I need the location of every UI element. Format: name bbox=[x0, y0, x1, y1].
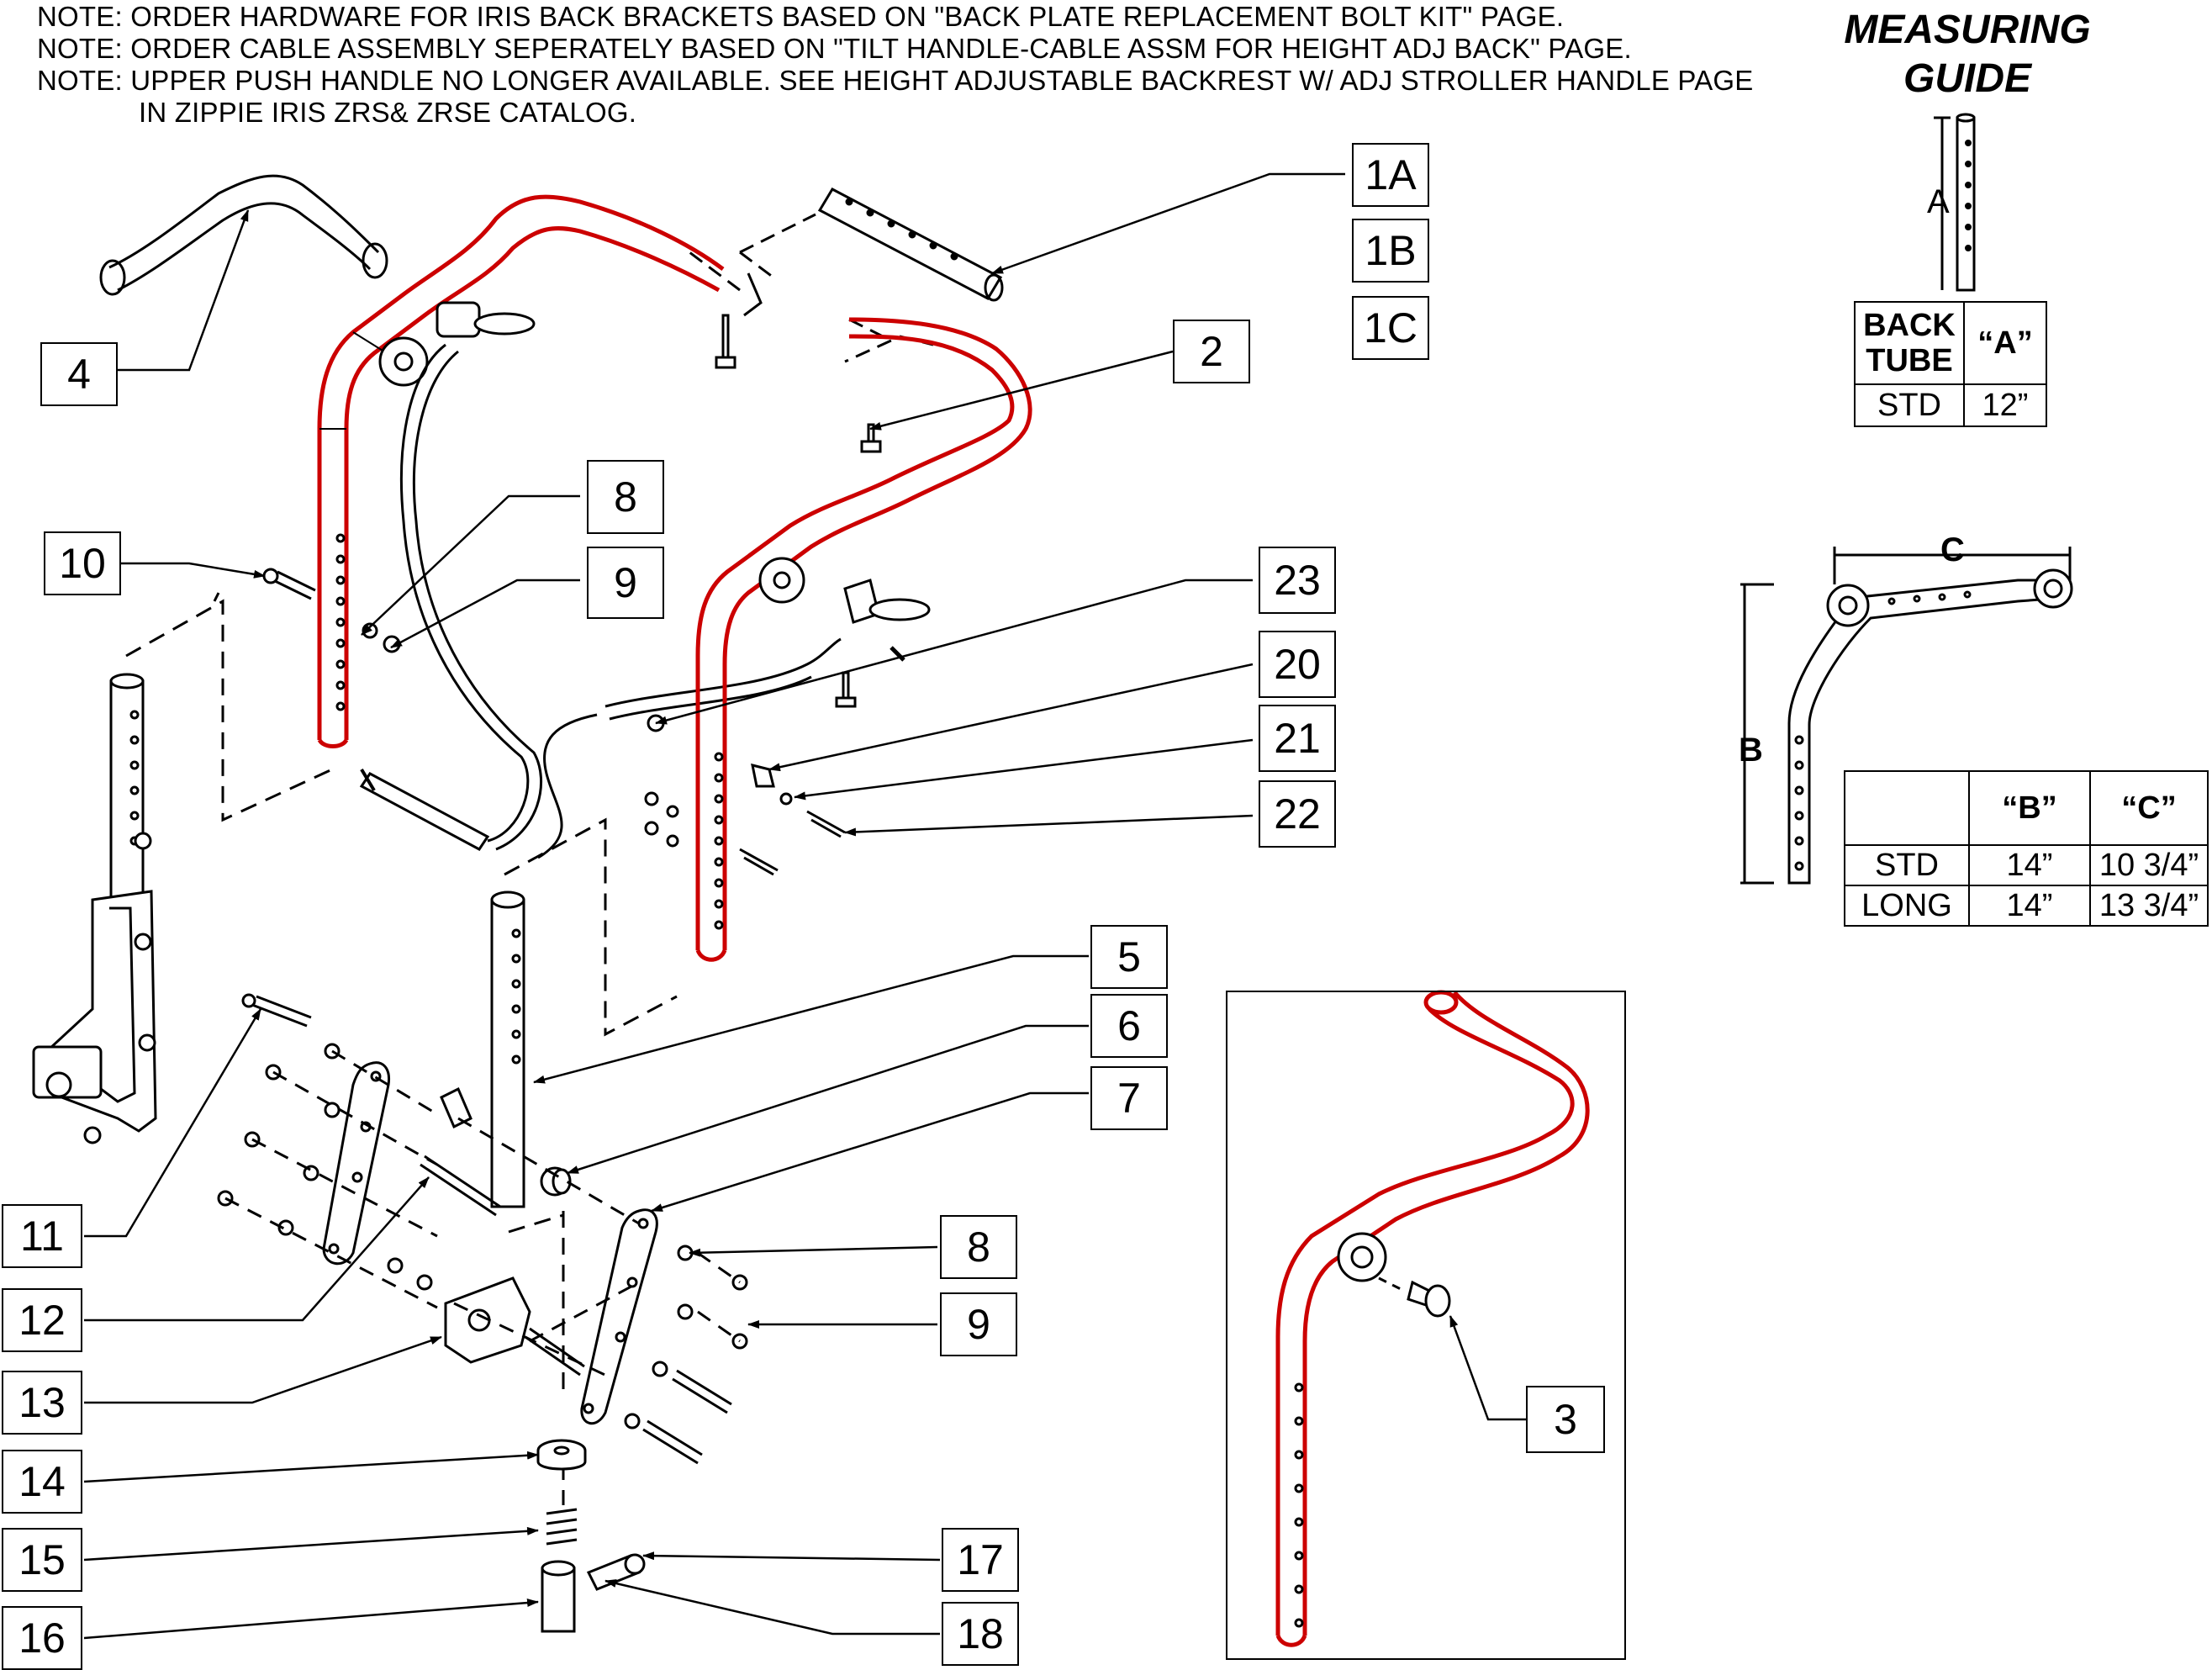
dash-lines-left bbox=[125, 592, 333, 822]
dash-lines-bracket bbox=[224, 1049, 741, 1381]
callout-12: 12 bbox=[2, 1288, 82, 1352]
back-tube-upper bbox=[689, 188, 1004, 363]
callout-16: 16 bbox=[2, 1606, 82, 1670]
inset-handle-highlighted bbox=[1275, 990, 1590, 1647]
callout-14: 14 bbox=[2, 1450, 82, 1514]
table-back-tube: BACK TUBE “A” STD 12” bbox=[1854, 301, 2047, 427]
back-post-left bbox=[32, 673, 157, 1144]
upper-push-handle bbox=[99, 174, 388, 296]
spring-stack bbox=[536, 1439, 646, 1633]
table-row-long-label: LONG bbox=[1844, 885, 1970, 927]
table-head-b: “B” bbox=[1968, 770, 2091, 846]
callout-22: 22 bbox=[1259, 780, 1336, 848]
head-tube: TUBE bbox=[1866, 343, 1953, 378]
callout-21: 21 bbox=[1259, 705, 1336, 772]
callout-5: 5 bbox=[1090, 925, 1168, 989]
handle-left-highlighted bbox=[317, 194, 725, 748]
table-back-tube-head: BACK TUBE bbox=[1854, 301, 1965, 385]
callout-6: 6 bbox=[1090, 994, 1168, 1058]
inset-details bbox=[1294, 1232, 1451, 1628]
table-head-c: “C” bbox=[2089, 770, 2209, 846]
table-row-std-label: STD bbox=[1854, 383, 1965, 427]
callout-7: 7 bbox=[1090, 1066, 1168, 1130]
callout-13: 13 bbox=[2, 1371, 82, 1435]
hardware-20-23 bbox=[644, 714, 846, 876]
table-row-std-c: 10 3/4” bbox=[2089, 844, 2209, 886]
table-bc-corner bbox=[1844, 770, 1970, 846]
callout-1c: 1C bbox=[1352, 296, 1429, 360]
head-back: BACK bbox=[1863, 308, 1956, 343]
table-row-std-b: 14” bbox=[1968, 844, 2091, 886]
inset-frame bbox=[1226, 991, 1626, 1660]
note-push-handle: NOTE: UPPER PUSH HANDLE NO LONGER AVAILA… bbox=[37, 65, 1754, 96]
callout-9-upper: 9 bbox=[587, 547, 664, 619]
cable-assembly bbox=[359, 343, 842, 859]
callout-15: 15 bbox=[2, 1528, 82, 1592]
callout-3: 3 bbox=[1526, 1386, 1605, 1453]
dim-label-a: A bbox=[1927, 183, 1950, 220]
table-row-std-a: 12” bbox=[1963, 383, 2047, 427]
dim-label-c: C bbox=[1940, 531, 1965, 568]
callout-20: 20 bbox=[1259, 631, 1336, 698]
table-handle-bc: “B” “C” STD 14” 10 3/4” LONG 14” 13 3/4” bbox=[1844, 770, 2209, 927]
callout-8-lower: 8 bbox=[940, 1215, 1017, 1279]
leader-lines bbox=[83, 172, 1526, 1640]
handle-left-details bbox=[335, 301, 536, 711]
callout-17: 17 bbox=[942, 1528, 1019, 1592]
screws-top bbox=[715, 314, 882, 453]
table-head-a: “A” bbox=[1963, 301, 2047, 385]
callout-1b: 1B bbox=[1352, 219, 1429, 283]
callout-8-upper: 8 bbox=[587, 460, 664, 534]
dim-label-b: B bbox=[1739, 732, 1763, 769]
callout-1a: 1A bbox=[1352, 143, 1429, 207]
callout-11: 11 bbox=[2, 1204, 82, 1268]
callout-10: 10 bbox=[44, 531, 121, 595]
bracket-assembly bbox=[217, 993, 748, 1465]
note-catalog: IN ZIPPIE IRIS ZRS& ZRSE CATALOG. bbox=[139, 97, 637, 128]
table-row-long-c: 13 3/4” bbox=[2089, 885, 2209, 927]
measuring-guide-title-1: MEASURING bbox=[1844, 8, 2091, 52]
table-row-std-label: STD bbox=[1844, 844, 1970, 886]
measuring-guide-title-2: GUIDE bbox=[1903, 56, 2031, 101]
guide-handle-bc bbox=[1740, 547, 2073, 885]
callout-23: 23 bbox=[1259, 547, 1336, 614]
guide-tube-a bbox=[1934, 113, 1976, 292]
note-cable: NOTE: ORDER CABLE ASSEMBLY SEPERATELY BA… bbox=[37, 33, 1632, 64]
handle-right-details bbox=[714, 557, 931, 930]
note-hardware: NOTE: ORDER HARDWARE FOR IRIS BACK BRACK… bbox=[37, 1, 1565, 32]
callout-4: 4 bbox=[40, 342, 118, 406]
callout-9-lower: 9 bbox=[940, 1292, 1017, 1356]
table-row-long-b: 14” bbox=[1968, 885, 2091, 927]
callout-18: 18 bbox=[942, 1602, 1019, 1666]
callout-2: 2 bbox=[1173, 320, 1250, 383]
handle-right-highlighted bbox=[695, 317, 1032, 962]
back-tube-center bbox=[490, 890, 525, 1208]
hardware-10-8-9-left bbox=[262, 568, 401, 653]
